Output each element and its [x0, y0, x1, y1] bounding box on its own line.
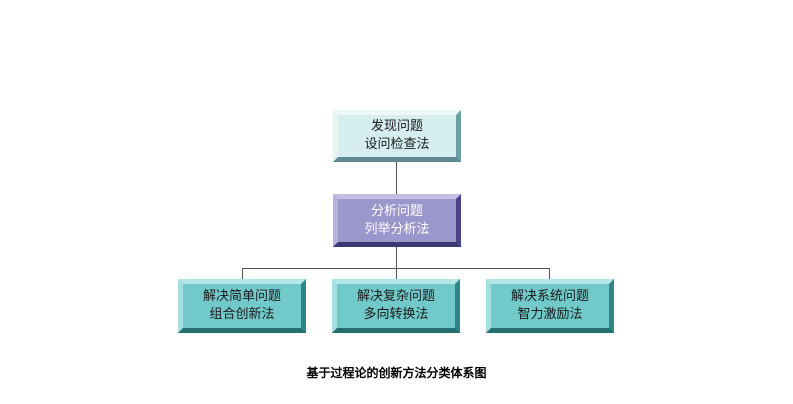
connector-middle-down [396, 246, 397, 268]
node-title: 解决复杂问题 [356, 289, 435, 304]
node-solve-system: 解决系统问题 智力激励法 [486, 279, 614, 333]
node-method: 列举分析法 [364, 221, 430, 237]
node-solve-complex: 解决复杂问题 多向转换法 [332, 279, 460, 333]
connector-left-branch [242, 268, 243, 279]
node-analyze-problem: 分析问题 列举分析法 [333, 194, 461, 247]
node-method: 智力激励法 [517, 307, 583, 322]
node-discover-problem: 发现问题 设问检查法 [333, 110, 461, 162]
node-method: 多向转换法 [363, 307, 429, 322]
diagram-caption: 基于过程论的创新方法分类体系图 [306, 366, 487, 380]
node-title: 解决简单问题 [202, 289, 281, 304]
node-title: 分析问题 [370, 203, 423, 219]
connector-top-middle [396, 161, 397, 194]
node-method: 组合创新法 [209, 307, 275, 322]
connector-center-branch [396, 268, 397, 279]
node-title: 发现问题 [370, 119, 423, 134]
connector-right-branch [549, 268, 550, 279]
node-title: 解决系统问题 [510, 289, 589, 304]
node-solve-simple: 解决简单问题 组合创新法 [178, 279, 306, 333]
node-method: 设问检查法 [364, 137, 430, 152]
